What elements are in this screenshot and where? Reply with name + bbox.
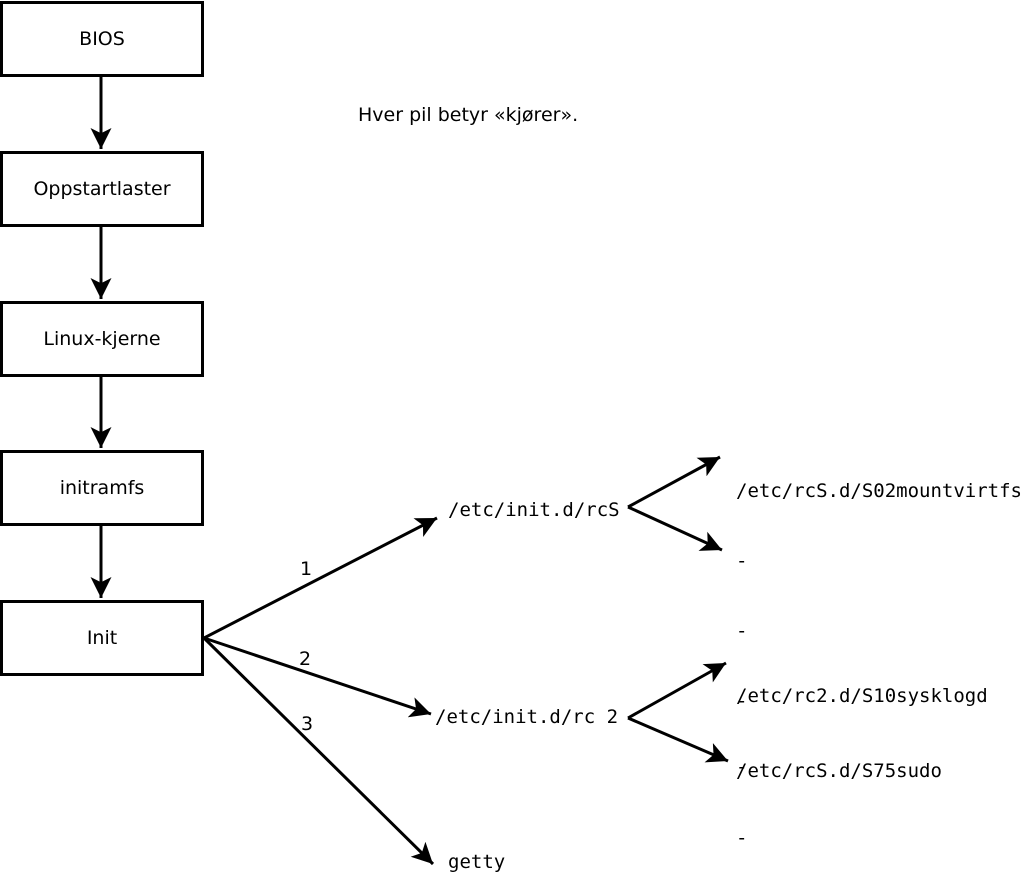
rc2-script-list: /etc/rc2.d/S10sysklogd - - - /etc/rc2.d/… — [736, 639, 988, 875]
branch-number-3: 3 — [300, 713, 314, 735]
target-rc2-script: /etc/init.d/rc 2 — [435, 706, 619, 728]
flow-box-label: Oppstartlaster — [33, 178, 171, 200]
script-entry: /etc/rc2.d/S10sysklogd — [736, 685, 988, 707]
flow-box-label: BIOS — [79, 28, 125, 50]
branch-number-1: 1 — [299, 558, 313, 580]
flow-box-label: Linux-kjerne — [43, 328, 161, 350]
arrow-rc2-to-s99gdm — [627, 716, 729, 763]
arrow-rcs-to-s02mountvirtfs — [627, 455, 721, 509]
branch-number-2: 2 — [298, 648, 312, 670]
ellipsis-dash: - — [736, 550, 748, 572]
script-entry: /etc/rcS.d/S02mountvirtfs — [736, 480, 1022, 502]
flow-box-label: Init — [86, 627, 118, 649]
arrow-rcs-to-s75sudo — [627, 505, 723, 552]
target-getty: getty — [448, 851, 506, 873]
flow-box-bios: BIOS — [0, 1, 204, 77]
rcs-script-list: /etc/rcS.d/S02mountvirtfs - - - /etc/rcS… — [736, 434, 1022, 828]
script-entry: /etc/rcS.d/S75sudo — [736, 760, 942, 782]
ellipsis-dash: - — [736, 620, 748, 642]
flow-box-label: initramfs — [59, 477, 145, 499]
ellipsis-dash: - — [736, 827, 748, 849]
note-text: Hver pil betyr «kjører». — [358, 104, 579, 126]
arrow-init-to-rc2 — [203, 636, 432, 718]
arrow-rc2-to-s10sysklogd — [627, 661, 727, 720]
flow-box-initramfs: initramfs — [0, 450, 204, 526]
flow-box-init: Init — [0, 600, 204, 676]
arrow-init-to-getty — [202, 636, 435, 866]
ellipsis-dash: - — [736, 690, 748, 712]
flow-box-linux-kjerne: Linux-kjerne — [0, 301, 204, 377]
ellipsis-dash: - — [736, 756, 748, 778]
flow-box-oppstartlaster: Oppstartlaster — [0, 151, 204, 227]
target-rcs-script: /etc/init.d/rcS — [448, 499, 620, 521]
arrow-init-to-rcs — [203, 516, 438, 640]
